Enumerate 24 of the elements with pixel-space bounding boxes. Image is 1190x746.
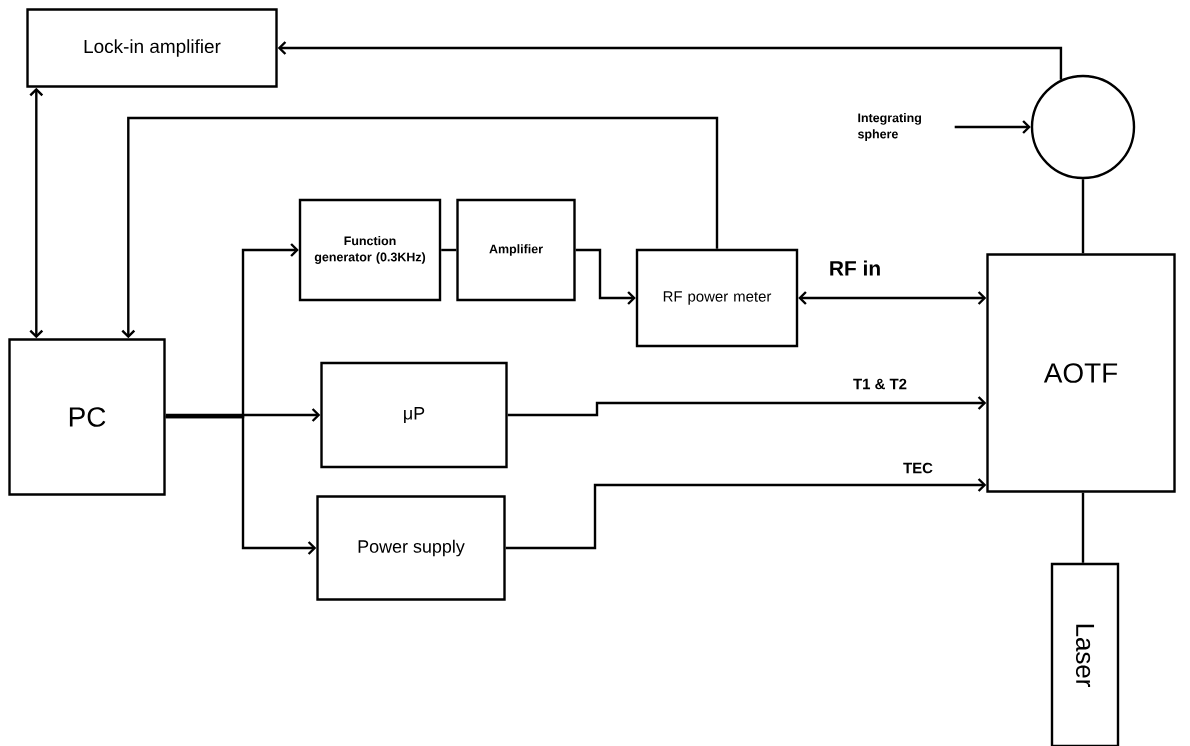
arrow	[277, 41, 1063, 80]
arrow	[507, 396, 987, 417]
sphere-circle	[1030, 74, 1136, 180]
process-box: AOTF	[986, 253, 1176, 493]
edge-label: RF in	[830, 260, 880, 276]
edge-label: TEC	[903, 462, 933, 474]
process-box: RF power meter	[635, 248, 799, 348]
arrow	[165, 415, 317, 555]
arrow	[505, 478, 987, 550]
arrow	[165, 408, 321, 422]
arrow	[29, 87, 44, 339]
arrow	[954, 120, 1031, 134]
process-box: Function generator (0.3KHz)	[298, 198, 442, 302]
process-box: Amplifier	[456, 198, 576, 302]
arrow	[798, 291, 987, 305]
process-box: Laser	[1050, 562, 1120, 746]
arrow	[575, 248, 636, 305]
edge-label: T1 & T2	[853, 378, 907, 390]
process-box: μP	[320, 361, 508, 469]
process-box: Power supply	[316, 495, 506, 601]
arrow	[121, 116, 719, 339]
process-box: PC	[8, 338, 166, 496]
process-box: Lock-in amplifier	[26, 8, 278, 88]
label-text: Integrating sphere	[857, 113, 921, 141]
